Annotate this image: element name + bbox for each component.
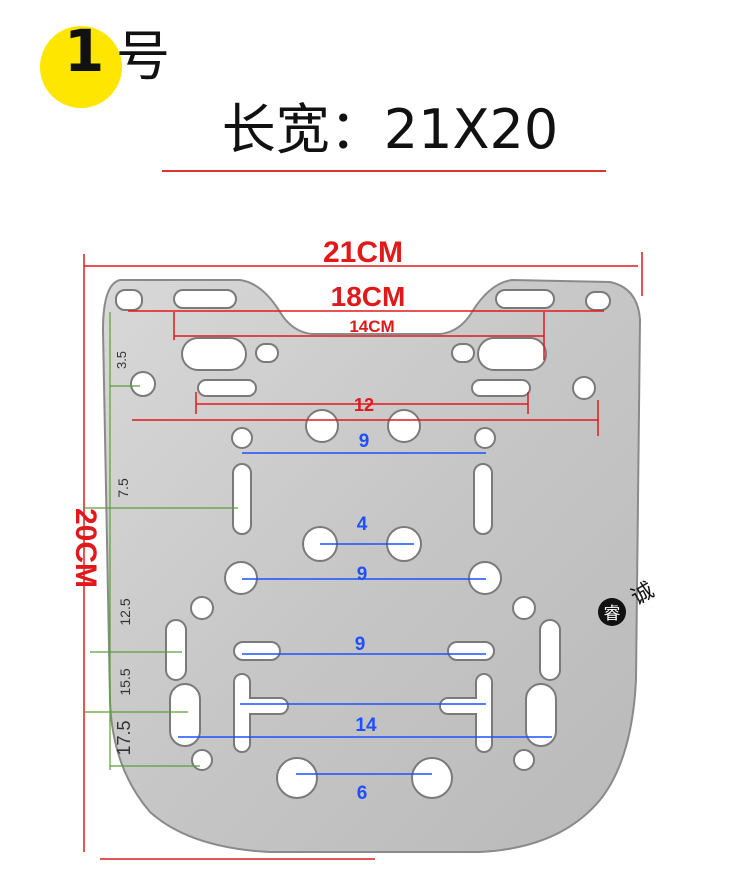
slot <box>539 619 561 681</box>
slot <box>473 463 493 535</box>
hole <box>468 561 502 595</box>
hole <box>231 427 253 449</box>
slot <box>197 379 257 397</box>
hole <box>474 427 496 449</box>
slot <box>173 289 237 309</box>
slot <box>585 291 611 311</box>
slot <box>181 337 247 371</box>
slot <box>525 683 557 747</box>
label-side-12-5: 12.5 <box>117 598 133 625</box>
hole <box>190 596 214 620</box>
hole <box>305 409 339 443</box>
hole <box>387 409 421 443</box>
label-spacing-9b: 9 <box>357 564 368 585</box>
hole <box>411 757 453 799</box>
number-badge <box>40 26 122 108</box>
badge-number: 1 <box>64 17 105 85</box>
t-slot <box>439 673 493 753</box>
slot <box>495 289 555 309</box>
slot <box>471 379 531 397</box>
label-top-slots: 18CM <box>331 281 406 312</box>
label-spacing-9c: 9 <box>355 634 366 655</box>
badge-suffix: 号 <box>116 25 170 88</box>
slot <box>255 343 279 363</box>
label-spacing-9a: 9 <box>359 431 370 452</box>
label-height-total: 20CM <box>69 508 102 588</box>
label-spacing-14: 14 <box>355 715 377 736</box>
title-underline <box>162 170 606 172</box>
slot <box>447 641 495 661</box>
hole <box>276 757 318 799</box>
hole <box>512 596 536 620</box>
label-side-7-5: 7.5 <box>115 478 131 498</box>
slot <box>165 619 187 681</box>
watermark-char-1: 睿 <box>604 604 621 624</box>
label-width-total: 21CM <box>323 236 403 269</box>
hole <box>224 561 258 595</box>
hole <box>130 371 156 397</box>
label-side-3-5: 3.5 <box>114 351 129 369</box>
label-side-15-5: 15.5 <box>117 668 133 695</box>
label-side-17-5: 17.5 <box>114 720 134 755</box>
hole <box>513 749 535 771</box>
label-spacing-6: 6 <box>357 783 368 804</box>
size-title: 长宽：21X20 <box>221 98 559 161</box>
slot <box>115 289 143 311</box>
slot <box>233 641 281 661</box>
hole <box>572 376 596 400</box>
label-third-holes: 12 <box>354 395 374 415</box>
label-second-slots: 14CM <box>349 317 394 336</box>
slot <box>451 343 475 363</box>
hole <box>191 749 213 771</box>
slot <box>232 463 252 535</box>
slot <box>169 683 201 747</box>
label-spacing-4: 4 <box>357 514 368 535</box>
slot <box>477 337 547 371</box>
t-slot <box>233 673 289 753</box>
